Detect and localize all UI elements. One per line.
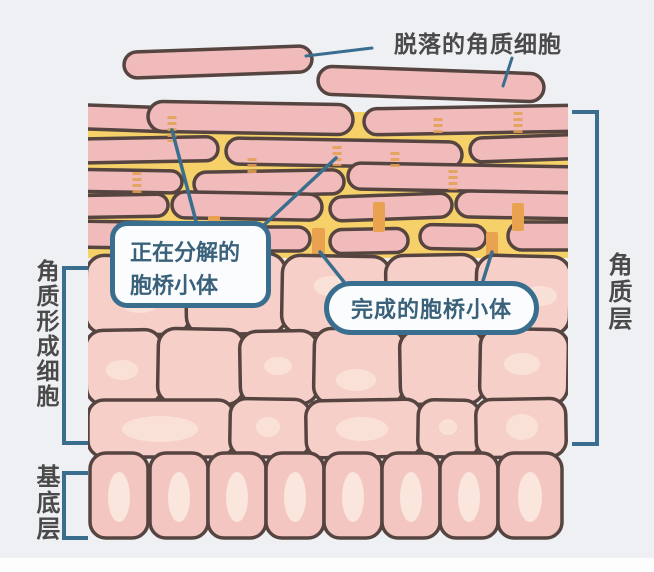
basal-cell-highlights [108,472,542,522]
callout-dissolving-desmosome: 正在分解的 胞桥小体 [110,221,271,308]
callout-dissolving-line2: 胞桥小体 [130,273,219,298]
layer-brackets [62,110,599,540]
shed-cells-label: 脱落的角质细胞 [394,31,562,57]
basal-layer-cells [88,451,564,540]
basal-layer-bracket [62,471,88,540]
basal-layer-label: 基底层 [32,464,59,542]
page-bottom-strip [0,558,654,572]
callout-completed-desmosome: 完成的胞桥小体 [324,281,539,335]
shed-cell [122,44,314,80]
corneum-bracket [572,110,599,446]
corneum-cell-bands [88,99,568,256]
shed-cell [316,64,546,104]
shed-corneocytes [122,44,546,104]
stratum-corneum-label: 角质层 [604,252,631,333]
shed-label-pointer-lines [304,46,514,88]
keratinocyte-bracket [62,266,88,445]
callout-dissolving-line1: 正在分解的 [130,240,241,265]
keratinocyte-layer-label: 角质形成细胞 [33,259,59,409]
callout-completed-text: 完成的胞桥小体 [350,297,512,322]
